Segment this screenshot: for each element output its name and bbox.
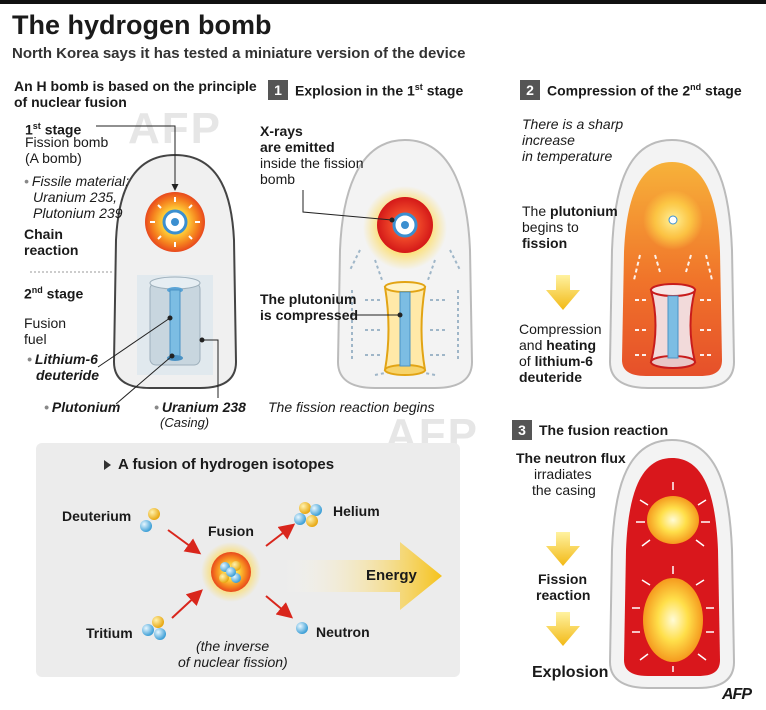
compression-line3: of lithium-6 (519, 353, 593, 369)
compression-line1: Compression (519, 321, 602, 337)
play-triangle-icon (104, 460, 111, 470)
energy-label: Energy (366, 567, 417, 584)
deuterium-label: Deuterium (62, 508, 132, 524)
fission-begins-caption: The fission reaction begins (268, 399, 435, 415)
fissile-material-label: Fissile material: (24, 173, 129, 190)
lithium-line1: Lithium-6 (27, 351, 98, 368)
afp-logo: AFP (722, 686, 752, 703)
intro-line-1: An H bomb is based on the principle (14, 78, 257, 94)
plut-fission-line2: begins to (522, 219, 579, 235)
xray-line3: inside the fission (260, 155, 364, 171)
compression-line2: and heating (519, 337, 597, 353)
fusion-fuel-line2: fuel (24, 331, 47, 347)
plutonium-label: Plutonium (44, 399, 120, 416)
temp-line2: increase (522, 132, 575, 148)
step1-badge: 1 (268, 80, 288, 100)
step1-header: 1 Explosion in the 1st stage (268, 80, 463, 100)
stage2-label: 2nd stage (24, 285, 84, 302)
plut-compressed-line1: The plutonium (260, 291, 357, 307)
page-subtitle: North Korea says it has tested a miniatu… (12, 45, 466, 62)
inverse-line1: (the inverse (196, 638, 270, 654)
lithium-line2: deuteride (36, 367, 100, 383)
tritium-label: Tritium (86, 625, 133, 641)
bomb-stage-3 (608, 438, 736, 689)
bomb-principle (112, 153, 238, 389)
flux-line3: the casing (532, 482, 596, 498)
xray-line1: X-rays (260, 123, 303, 139)
temp-line3: in temperature (522, 148, 613, 164)
xray-line2: are emitted (260, 139, 335, 155)
uranium-label: Uranium 238 (154, 399, 246, 416)
casing-label: (Casing) (160, 415, 210, 430)
intro-line-2: of nuclear fusion (14, 94, 127, 110)
fusion-label: Fusion (208, 523, 254, 539)
afp-watermark-1: AFP (128, 104, 222, 153)
plut-fission-line1: The plutonium (522, 203, 618, 219)
flux-line1: The neutron flux (516, 450, 626, 466)
xray-line4: bomb (260, 171, 296, 187)
inverse-line2: of nuclear fission) (178, 654, 288, 670)
helium-label: Helium (333, 503, 380, 519)
top-rule (0, 0, 766, 4)
fission-reaction-line1: Fission (538, 571, 588, 587)
isotope-panel-title: A fusion of hydrogen isotopes (118, 456, 335, 473)
step2-badge: 2 (520, 80, 540, 100)
stage1-line1: Fission bomb (25, 134, 109, 150)
bomb-stage-2 (608, 138, 736, 389)
step3-header: 3 The fusion reaction (512, 420, 668, 440)
step2-header: 2 Compression of the 2nd stage (520, 80, 742, 100)
chain-reaction-line2: reaction (24, 242, 79, 258)
fusion-fuel-line1: Fusion (24, 315, 67, 331)
plut-fission-line3: fission (522, 235, 568, 251)
bomb-stage-1 (336, 138, 474, 389)
fissile-material-line2: Plutonium 239 (33, 205, 123, 221)
energy-arrow (282, 542, 442, 610)
arrow-down-compression (546, 275, 580, 310)
plut-compressed-line2: is compressed (260, 307, 359, 323)
temp-line1: There is a sharp (522, 116, 624, 132)
explosion-label: Explosion (532, 664, 609, 681)
chain-reaction-line1: Chain (24, 226, 63, 242)
arrow-down-explosion (546, 612, 580, 646)
page-title: The hydrogen bomb (12, 10, 272, 40)
arrow-down-fission (546, 532, 580, 566)
fusion-diagram (104, 460, 442, 640)
fissile-material-line1: Uranium 235, (33, 189, 118, 205)
step3-badge: 3 (512, 420, 532, 440)
stage1-line2: (A bomb) (25, 150, 82, 166)
compression-line4: deuteride (519, 369, 583, 385)
flux-line2: irradiates (534, 466, 592, 482)
stage1-label: 1st stage (25, 121, 82, 138)
fission-reaction-line2: reaction (536, 587, 591, 603)
neutron-label: Neutron (316, 624, 370, 640)
